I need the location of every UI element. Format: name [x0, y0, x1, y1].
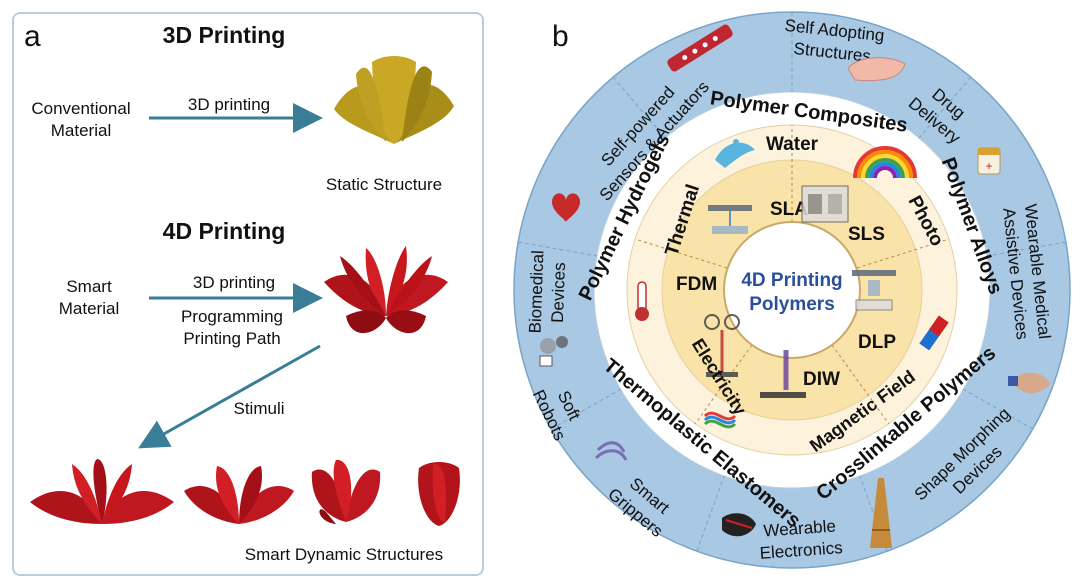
svg-text:+: + — [985, 159, 992, 173]
dynamic-flower-3 — [311, 459, 381, 524]
panel-a-graphics — [30, 56, 460, 526]
smart-dynamic-structures-label: Smart Dynamic Structures — [244, 545, 444, 564]
thermometer-icon — [635, 281, 649, 321]
panel-a: a 3D Printing Conventional Material 3D p… — [12, 12, 484, 576]
sensor-strip-image — [667, 24, 733, 72]
wires-icon — [703, 411, 737, 429]
tissue-structure-image — [847, 57, 906, 82]
smart-material-label: Smart Material — [58, 277, 120, 318]
3d-printing-title: 3D Printing — [162, 22, 286, 48]
tech-sla: SLA — [770, 199, 808, 220]
center-title-line1: 4D Printing — [741, 270, 842, 291]
tech-fdm: FDM — [676, 274, 717, 295]
dynamic-flower-1 — [30, 459, 174, 524]
dynamic-flower-2 — [184, 466, 294, 524]
hand-device-image — [1008, 372, 1050, 394]
tech-diw: DIW — [803, 369, 840, 390]
robot-image — [539, 336, 568, 367]
panel-b-letter: b — [552, 20, 569, 53]
stimuli-arrow — [138, 344, 321, 449]
gripper-image — [594, 441, 628, 461]
eiffel-tower-image — [870, 478, 892, 548]
conventional-material-label: Conventional Material — [31, 99, 131, 140]
dlp-printer-icon — [852, 270, 896, 311]
tech-dlp: DLP — [858, 332, 896, 353]
static-structure-label: Static Structure — [325, 175, 443, 194]
sls-printer-icon — [801, 185, 849, 223]
stimuli-label: Stimuli — [233, 399, 285, 418]
svg-text:Biomedical: Biomedical — [526, 250, 548, 334]
4d-printing-title: 4D Printing — [162, 218, 286, 244]
panel-a-letter: a — [24, 20, 41, 53]
red-flower-image — [324, 246, 448, 334]
diw-printer-icon — [760, 350, 806, 398]
water-splash-icon — [715, 139, 755, 168]
app-biomedical-devices: Biomedical Devices — [526, 250, 569, 334]
stimulus-water: Water — [766, 134, 819, 155]
sla-printer-icon — [708, 205, 752, 234]
static-flower-image — [334, 56, 454, 144]
magnet-icon — [919, 315, 949, 351]
dynamic-flower-4 — [418, 462, 460, 526]
4d-3d-printing-arrow-label: 3D printing — [192, 273, 276, 292]
fdm-printer-icon — [704, 314, 740, 377]
panel-b-circular-diagram: b 4D Printing Polymers SLA SLS DLP DIW F… — [513, 11, 1071, 569]
center-title-line2: Polymers — [749, 294, 835, 315]
heart-device-image — [552, 193, 580, 222]
svg-text:Devices: Devices — [548, 262, 569, 323]
tech-sls: SLS — [848, 224, 885, 245]
inner-dividers — [634, 125, 950, 425]
programming-printing-path-label: Programming Printing Path — [180, 307, 284, 348]
applications-dividers — [517, 12, 1067, 552]
rainbow-icon — [853, 146, 917, 179]
3d-printing-arrow-label: 3D printing — [187, 95, 271, 114]
glove-image — [722, 513, 756, 537]
pill-bottle-image: + — [977, 147, 1001, 175]
